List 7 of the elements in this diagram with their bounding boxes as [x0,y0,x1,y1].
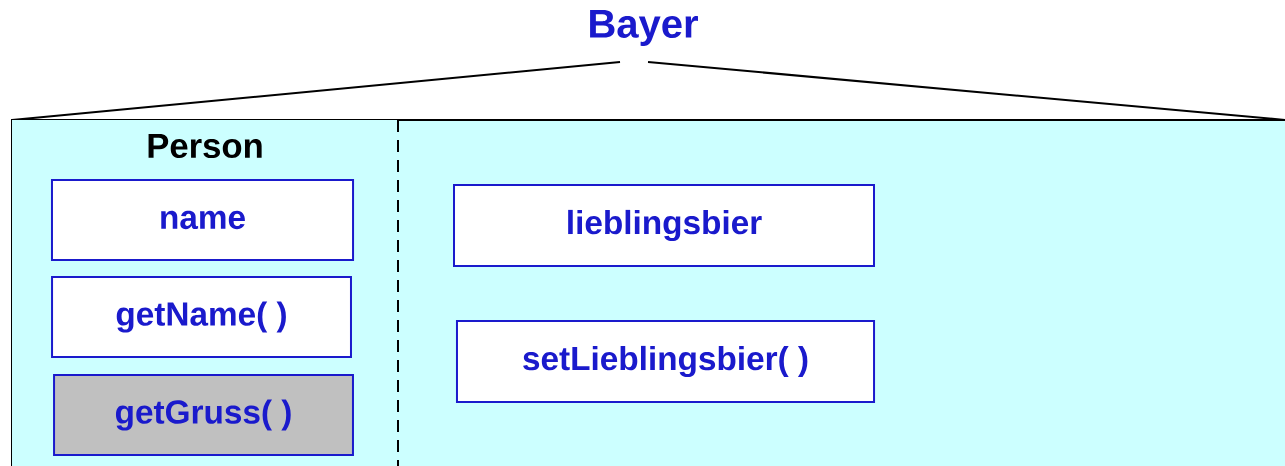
member-box: setLieblingsbier( ) [456,319,876,403]
class-title: Bayer [590,10,698,46]
member-box: lieblingsbier [453,183,875,267]
section-heading: Person [148,133,262,159]
member-box: getName( ) [51,276,352,358]
member-box: getGruss( ) [53,374,354,456]
member-box: name [51,179,355,261]
